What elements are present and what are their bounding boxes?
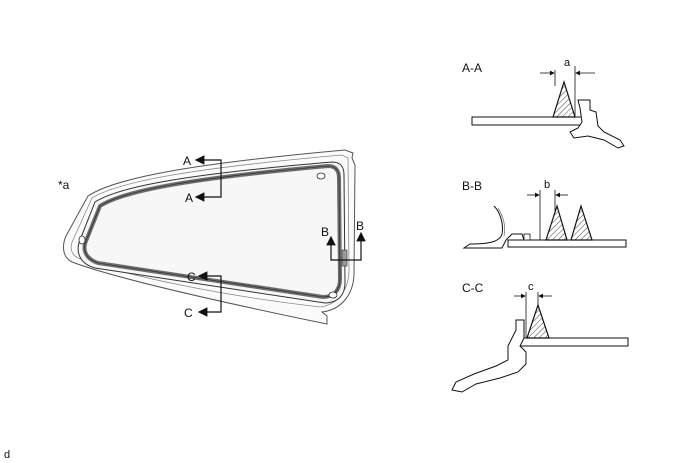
section-b-label-right: B	[356, 219, 364, 233]
window-frame-inner-line	[70, 154, 350, 308]
section-b-bead-2	[570, 203, 593, 241]
section-b-spacer	[523, 233, 531, 241]
section-c-bead	[526, 303, 550, 339]
dim-c-label: c	[528, 281, 534, 293]
clip-bottom-right	[328, 291, 338, 299]
section-a-label-bottom: A	[185, 191, 193, 205]
section-c-c: C-C c	[451, 281, 629, 393]
section-b-b: B-B b	[462, 179, 627, 249]
section-a-bead	[552, 79, 576, 118]
section-b-label-left: B	[321, 225, 329, 239]
section-a-label-top: A	[183, 154, 191, 168]
quarter-window-view: A A B B C C *a	[58, 149, 366, 325]
corner-mark: d	[4, 449, 10, 461]
adhesive-bead-edge	[84, 165, 341, 298]
section-b-bead-1	[545, 203, 568, 241]
glass-panel	[77, 161, 346, 304]
spacer-block	[341, 249, 348, 267]
section-b-glass	[507, 239, 627, 248]
callout-label: *a	[58, 178, 70, 192]
dim-a-label: a	[564, 57, 571, 69]
section-a-glass	[471, 116, 585, 126]
section-b-trim	[462, 205, 525, 249]
section-a-a-title: A-A	[462, 61, 482, 75]
section-a-line	[198, 159, 222, 198]
section-a-body-flange	[569, 99, 625, 149]
section-c-glass	[511, 337, 629, 347]
section-c-label-top: C	[187, 270, 196, 284]
section-c-label-bottom: C	[184, 306, 193, 320]
clip-top-right	[316, 172, 326, 180]
section-b-b-title: B-B	[462, 179, 482, 193]
clip-left	[78, 235, 86, 245]
section-b-line	[330, 234, 362, 261]
section-c-c-title: C-C	[462, 281, 484, 295]
dim-b-label: b	[544, 179, 550, 191]
section-c-line	[200, 275, 222, 313]
section-c-body-flange	[451, 319, 527, 393]
section-b-trim-shade	[497, 207, 506, 237]
section-a-a: A-A a	[462, 57, 625, 149]
